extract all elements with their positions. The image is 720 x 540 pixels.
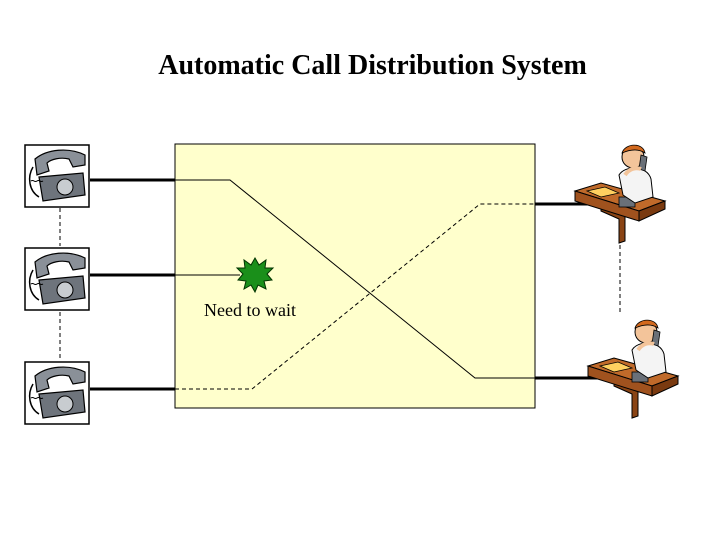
telephone-icon bbox=[24, 144, 90, 208]
slide-title: Automatic Call Distribution System bbox=[158, 50, 587, 81]
agent-at-desk-icon bbox=[573, 143, 667, 245]
telephone-icon bbox=[24, 247, 90, 311]
agent-at-desk-icon bbox=[586, 318, 680, 420]
route-line bbox=[175, 179, 535, 379]
burst-icon bbox=[235, 256, 275, 294]
telephone-icon bbox=[24, 361, 90, 425]
wait-label: Need to wait bbox=[204, 300, 296, 320]
switch-box bbox=[174, 143, 536, 409]
route-line-dashed bbox=[175, 203, 535, 390]
